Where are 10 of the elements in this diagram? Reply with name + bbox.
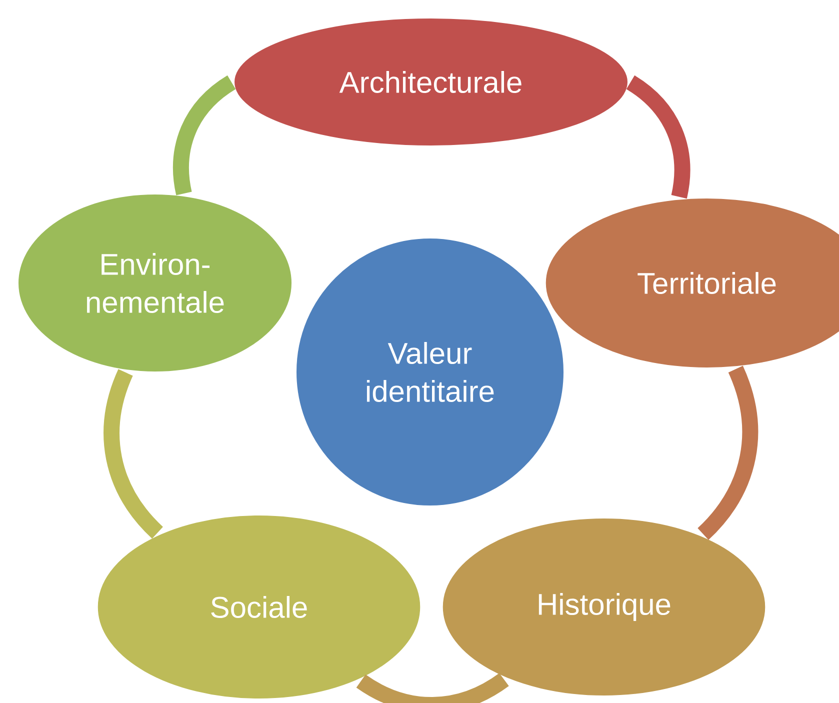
ring-arc [356, 672, 509, 703]
ring-arc [697, 366, 758, 540]
ellipse-node: Historique [440, 516, 768, 698]
ellipse-node: Environ- nementale [16, 192, 294, 374]
ellipse-node: Territoriale [542, 196, 839, 370]
ellipse-node: Architecturale [232, 16, 630, 148]
ring-arc [626, 76, 690, 198]
ring-arc [173, 76, 236, 195]
ring-arc [104, 369, 164, 538]
ellipse-node: Sociale [94, 512, 424, 702]
